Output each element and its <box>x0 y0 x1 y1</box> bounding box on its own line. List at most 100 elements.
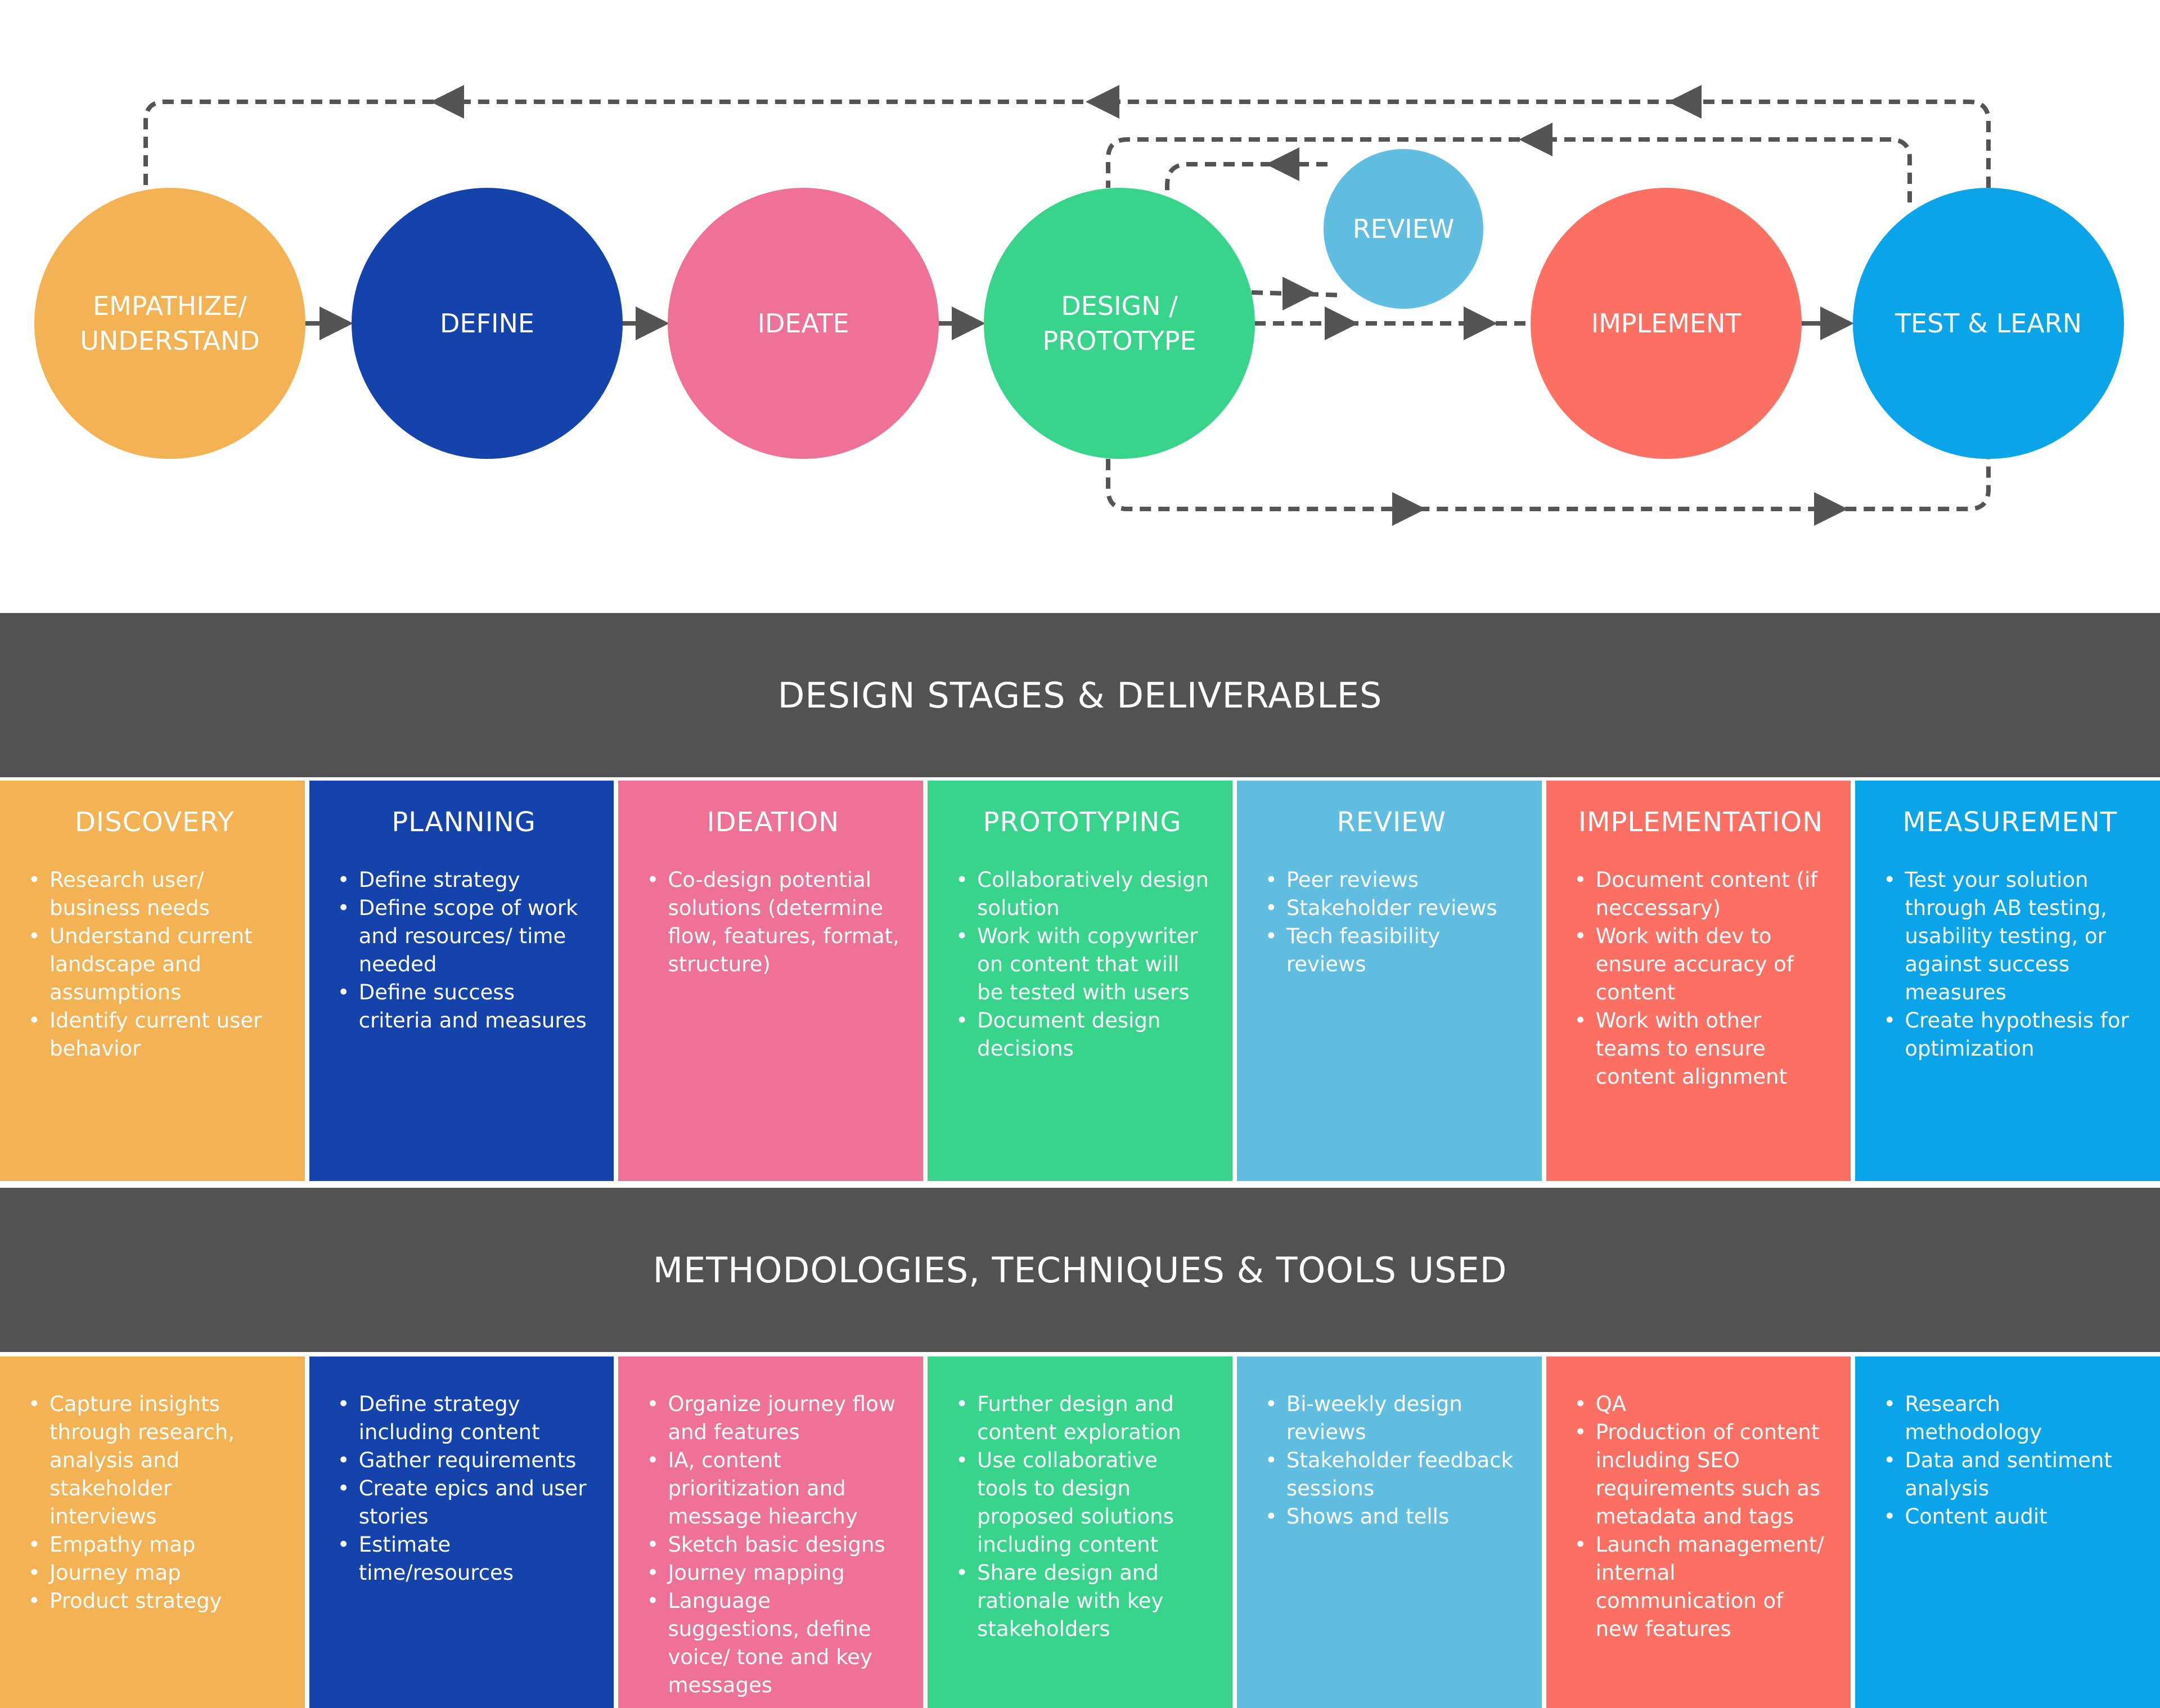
stage-circle-ideate <box>668 188 939 459</box>
list-item: Gather requirements <box>338 1446 592 1475</box>
stage-label-implement: IMPLEMENT <box>1591 308 1742 339</box>
design-to-review-arrow-icon <box>1282 277 1316 310</box>
list-item: Work with copywriter on content that wil… <box>956 922 1210 1007</box>
list-item: Document content (if neccessary) <box>1574 866 1829 922</box>
section1-bullet-list: Define strategyDefine scope of work and … <box>336 866 592 1035</box>
list-item: Sketch basic designs <box>646 1531 901 1559</box>
loop-top-outer-arrow-icon-2 <box>1086 85 1119 119</box>
list-item: Work with dev to ensure accuracy of cont… <box>1574 922 1829 1007</box>
list-item: Capture insights through research, analy… <box>28 1390 282 1531</box>
list-item: Journey map <box>28 1559 282 1587</box>
stage-label-define: DEFINE <box>440 308 534 339</box>
methods-band: METHODOLOGIES, TECHNIQUES & TOOLS USED <box>0 1188 2160 1352</box>
stage-node-define: DEFINE <box>352 188 623 459</box>
step-arrow-icon-3 <box>952 307 986 340</box>
list-item: IA, content prioritization and message h… <box>646 1446 901 1531</box>
section1-bullet-list: Test your solution through AB testing, u… <box>1882 866 2138 1063</box>
list-item: QA <box>1574 1390 1829 1418</box>
stage-circle-design <box>984 188 1255 459</box>
section2-bullet-list: Organize journey flow and featuresIA, co… <box>645 1390 901 1700</box>
list-item: Research user/ business needs <box>28 866 282 922</box>
list-item: Tech feasibility reviews <box>1265 922 1519 979</box>
list-item: Collaboratively design solution <box>956 866 1210 922</box>
stage-label-review: REVIEW <box>1353 214 1455 244</box>
loop-bottom <box>1106 459 1991 511</box>
connectors <box>143 85 1991 526</box>
list-item: Estimate time/resources <box>338 1531 592 1587</box>
design-to-implement-arrow-icon-1 <box>1325 307 1358 340</box>
methods-band-title: METHODOLOGIES, TECHNIQUES & TOOLS USED <box>652 1249 1508 1291</box>
loop-review-design-arrow-icon <box>1266 147 1299 181</box>
stages-band: DESIGN STAGES & DELIVERABLES <box>0 613 2160 777</box>
list-item: Understand current landscape and assumpt… <box>28 922 282 1007</box>
methods-grid: Capture insights through research, analy… <box>0 1357 2160 1708</box>
section1-column-3: IDEATION Co-design potential solutions (d… <box>618 781 924 1181</box>
list-item: Create hypothesis for optimization <box>1883 1007 2138 1063</box>
section2-column-5: Bi-weekly design reviewsStakeholder feed… <box>1236 1357 1542 1708</box>
section1-column-title: MEASUREMENT <box>1902 806 2118 838</box>
list-item: Define success criteria and measures <box>338 979 592 1035</box>
loop-test-design <box>1106 137 1912 202</box>
section2-bullet-list: Define strategy including contentGather … <box>336 1390 592 1587</box>
list-item: Data and sentiment analysis <box>1883 1446 2138 1503</box>
section1-column-7: MEASUREMENT Test your solution through AB… <box>1855 781 2160 1181</box>
stage-circle-review <box>1324 149 1483 309</box>
stage-node-design: DESIGN / PROTOTYPE <box>984 188 1255 459</box>
section1-column-title: IDEATION <box>706 806 840 838</box>
stages-grid: DISCOVERY Research user/ business needsUn… <box>0 781 2160 1181</box>
section1-column-title: IMPLEMENTATION <box>1578 806 1823 838</box>
loop-top-outer <box>143 100 1991 188</box>
stage-label-ideate: IDEATE <box>757 308 849 339</box>
stage-label-design-1: DESIGN / <box>1061 291 1178 321</box>
list-item: Language suggestions, define voice/ tone… <box>646 1587 901 1700</box>
step-arrow-icon-4 <box>1820 307 1854 340</box>
section1-column-title: REVIEW <box>1336 806 1446 838</box>
section1-column-4: PROTOTYPING Collaboratively design soluti… <box>928 781 1232 1181</box>
section2-column-3: Organize journey flow and featuresIA, co… <box>618 1357 924 1708</box>
stage-node-empathize: EMPATHIZE/UNDERSTAND <box>34 188 305 459</box>
step-arrow-icon-2 <box>636 307 669 340</box>
section2-column-2: Define strategy including contentGather … <box>309 1357 614 1708</box>
list-item: Identify current user behavior <box>28 1007 282 1063</box>
section1-bullet-list: Peer reviewsStakeholder reviewsTech feas… <box>1264 866 1519 979</box>
list-item: Create epics and user stories <box>338 1475 592 1531</box>
list-item: Content audit <box>1883 1503 2138 1531</box>
list-item: Stakeholder reviews <box>1265 894 1519 922</box>
list-item: Use collaborative tools to design propos… <box>956 1446 1210 1559</box>
loop-bottom-arrow-icon-1 <box>1392 492 1426 526</box>
stages-band-title: DESIGN STAGES & DELIVERABLES <box>777 674 1383 716</box>
stage-circle-empathize <box>34 188 305 459</box>
section1-column-title: PROTOTYPING <box>983 806 1182 838</box>
section1-column-5: REVIEW Peer reviewsStakeholder reviewsTec… <box>1236 781 1542 1181</box>
loop-bottom-arrow-icon-2 <box>1814 492 1848 526</box>
section1-column-title: DISCOVERY <box>74 806 235 838</box>
section2-column-1: Capture insights through research, analy… <box>0 1357 305 1708</box>
list-item: Co-design potential solutions (determine… <box>646 866 901 979</box>
loop-top-outer-arrow-icon-3 <box>1668 85 1702 119</box>
loop-top-outer-arrow-icon-1 <box>430 85 464 119</box>
list-item: Journey mapping <box>646 1559 901 1587</box>
stage-label-design-2: PROTOTYPE <box>1042 326 1196 356</box>
process-flow-diagram: EMPATHIZE/UNDERSTAND DEFINE IDEATE DESIGN /… <box>34 85 2124 526</box>
section2-bullet-list: Further design and content explorationUs… <box>955 1390 1210 1643</box>
list-item: Launch management/ internal communicatio… <box>1574 1531 1829 1643</box>
section2-column-4: Further design and content explorationUs… <box>928 1357 1232 1708</box>
stage-circle-define <box>352 188 623 459</box>
section2-column-7: Research methodologyData and sentiment a… <box>1855 1357 2160 1708</box>
stage-label-empathize-2: UNDERSTAND <box>80 326 260 356</box>
list-item: Research methodology <box>1883 1390 2138 1446</box>
section2-bullet-list: QAProduction of content including SEO re… <box>1573 1390 1829 1643</box>
list-item: Define strategy <box>338 866 592 894</box>
stage-node-implement: IMPLEMENT <box>1531 188 1802 459</box>
list-item: Bi-weekly design reviews <box>1265 1390 1519 1446</box>
section2-bullet-list: Bi-weekly design reviewsStakeholder feed… <box>1264 1390 1519 1531</box>
list-item: Define scope of work and resources/ time… <box>338 894 592 979</box>
section1-bullet-list: Research user/ business needsUnderstand … <box>27 866 282 1063</box>
list-item: Work with other teams to ensure content … <box>1574 1007 1829 1091</box>
stage-label-test: TEST & LEARN <box>1894 308 2082 339</box>
stage-node-test: TEST & LEARN <box>1853 188 2124 459</box>
nodes: EMPATHIZE/UNDERSTAND DEFINE IDEATE DESIGN /… <box>34 149 2124 459</box>
list-item: Define strategy including content <box>338 1390 592 1446</box>
list-item: Further design and content exploration <box>956 1390 1210 1446</box>
stage-circle-implement <box>1531 188 1802 459</box>
